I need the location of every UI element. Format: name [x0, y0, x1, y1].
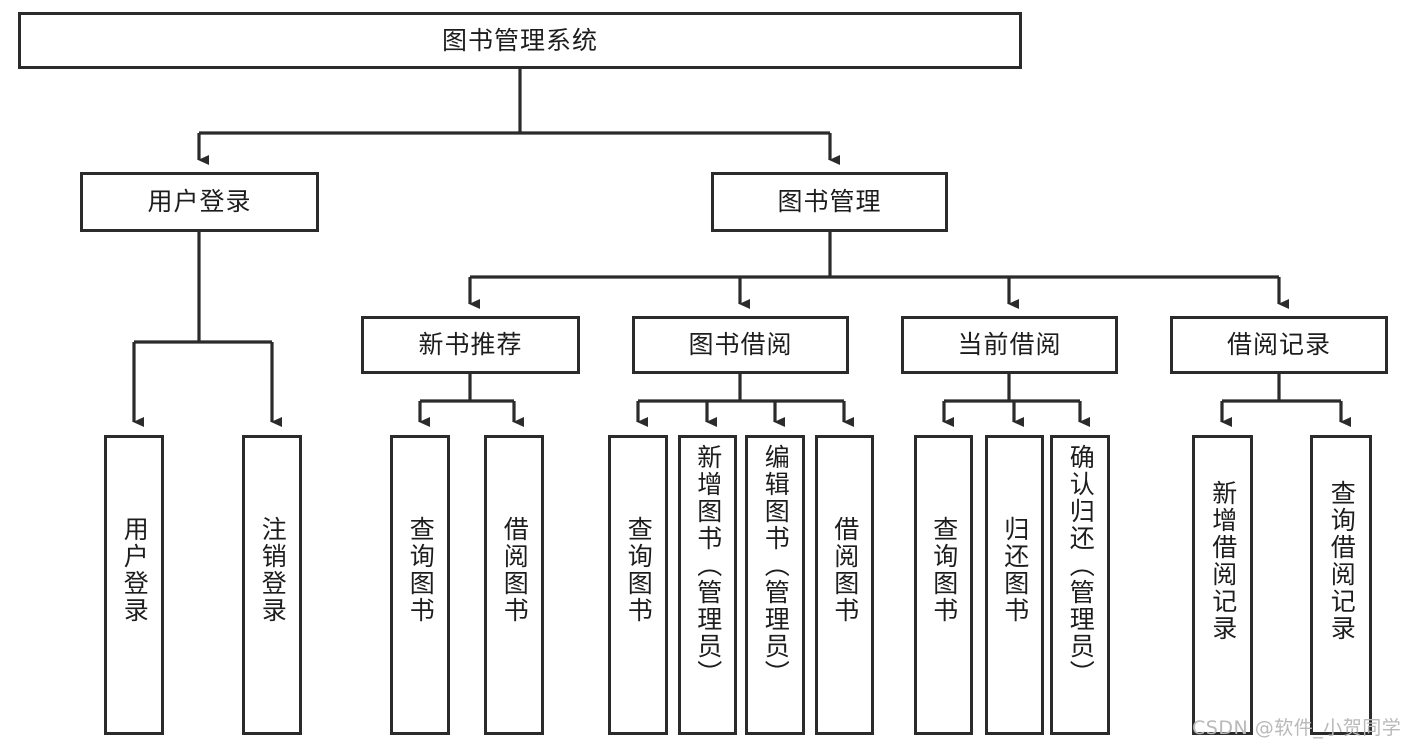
leaf-borrow-book[interactable]: 借阅图书 — [815, 435, 874, 735]
leaf-query-borrow-record[interactable]: 查询借阅记录 — [1310, 435, 1372, 735]
leaf-query-borrow-record-label: 查询借阅记录 — [1327, 480, 1357, 642]
leaf-edit-book-admin[interactable]: 编辑图书（管理员） — [745, 435, 805, 735]
leaf-query-book-borrow-label: 查询图书 — [624, 516, 654, 624]
node-new-book-recommend[interactable]: 新书推荐 — [361, 316, 580, 374]
leaf-borrow-book-recommend-label: 借阅图书 — [500, 516, 530, 624]
node-borrow-record[interactable]: 借阅记录 — [1170, 316, 1388, 374]
node-current-borrow-label: 当前借阅 — [957, 330, 1062, 359]
node-new-book-recommend-label: 新书推荐 — [418, 330, 523, 359]
leaf-add-book-admin[interactable]: 新增图书（管理员） — [678, 435, 737, 735]
leaf-user-login[interactable]: 用户登录 — [104, 435, 164, 735]
leaf-query-book-current-label: 查询图书 — [929, 516, 959, 624]
leaf-return-book[interactable]: 归还图书 — [985, 435, 1044, 735]
leaf-add-borrow-record-label: 新增借阅记录 — [1208, 480, 1238, 642]
csdn-watermark: CSDN @软件_小贺同学 — [1192, 717, 1402, 739]
node-user-login[interactable]: 用户登录 — [80, 172, 319, 232]
leaf-logout[interactable]: 注销登录 — [242, 435, 302, 735]
leaf-confirm-return-admin[interactable]: 确认归还（管理员） — [1050, 435, 1110, 735]
node-current-borrow[interactable]: 当前借阅 — [901, 316, 1118, 374]
node-book-management-label: 图书管理 — [777, 187, 882, 216]
node-book-borrow-label: 图书借阅 — [688, 330, 793, 359]
leaf-borrow-book-recommend[interactable]: 借阅图书 — [484, 435, 544, 735]
leaf-query-book-recommend-label: 查询图书 — [406, 516, 436, 624]
leaf-query-book-current[interactable]: 查询图书 — [914, 435, 973, 735]
leaf-return-book-label: 归还图书 — [1000, 516, 1030, 624]
leaf-query-book-borrow[interactable]: 查询图书 — [608, 435, 668, 735]
leaf-borrow-book-label: 借阅图书 — [830, 516, 860, 624]
node-borrow-record-label: 借阅记录 — [1226, 330, 1331, 359]
leaf-edit-book-admin-label: 编辑图书（管理员） — [761, 444, 791, 687]
leaf-add-borrow-record[interactable]: 新增借阅记录 — [1192, 435, 1253, 735]
node-root-label: 图书管理系统 — [441, 25, 598, 55]
node-book-borrow[interactable]: 图书借阅 — [632, 316, 849, 374]
leaf-user-login-label: 用户登录 — [120, 516, 150, 624]
node-root[interactable]: 图书管理系统 — [18, 12, 1022, 69]
leaf-query-book-recommend[interactable]: 查询图书 — [390, 435, 450, 735]
leaf-confirm-return-admin-label: 确认归还（管理员） — [1066, 444, 1096, 687]
leaf-logout-label: 注销登录 — [258, 516, 288, 624]
node-user-login-label: 用户登录 — [147, 187, 252, 216]
node-book-management[interactable]: 图书管理 — [711, 172, 948, 232]
leaf-add-book-admin-label: 新增图书（管理员） — [693, 444, 723, 687]
